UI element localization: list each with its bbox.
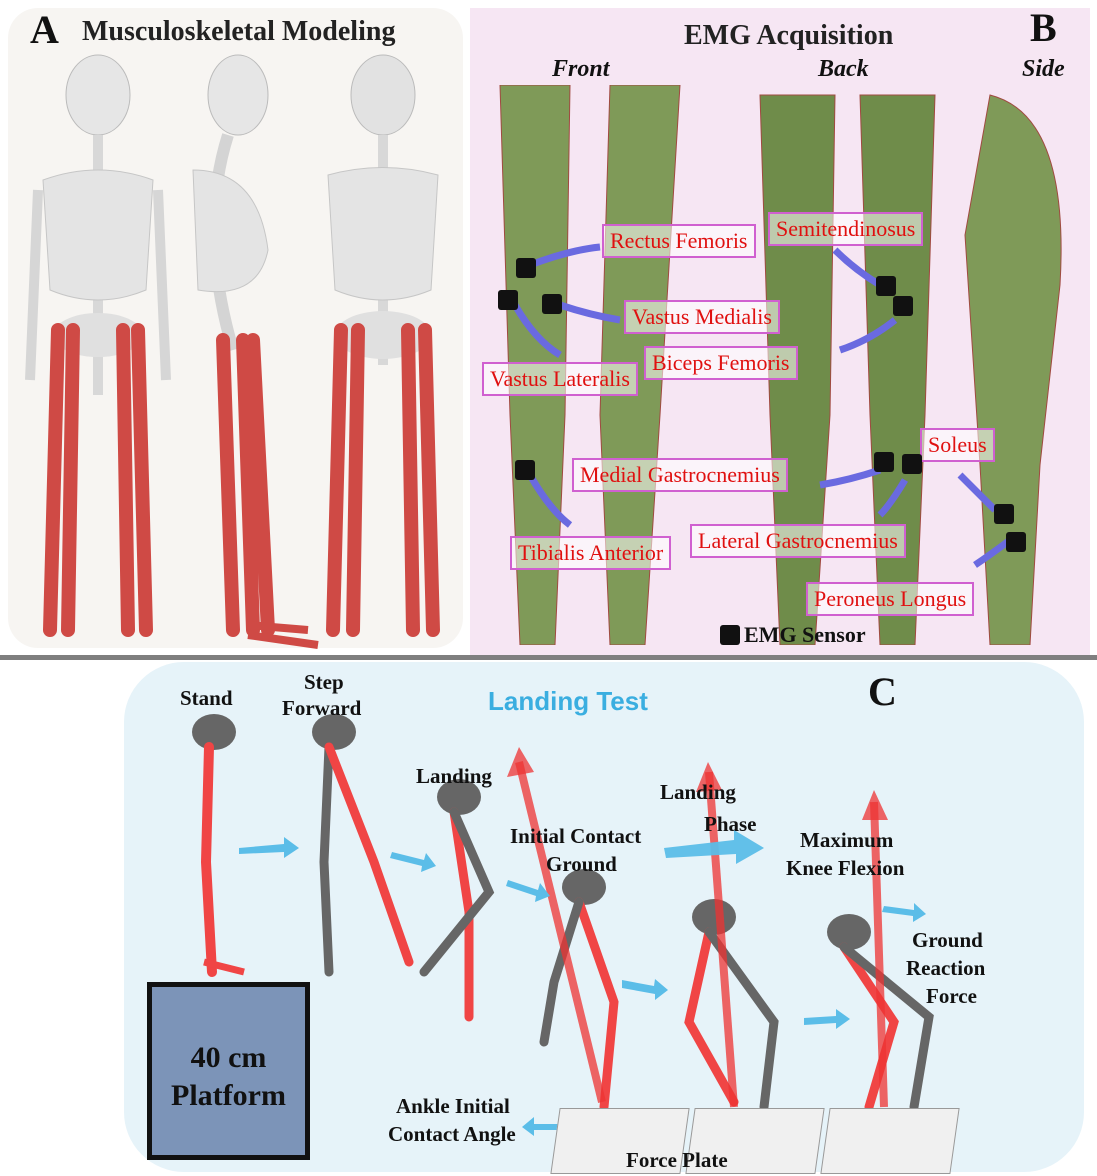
label-vastus-medialis: Vastus Medialis <box>624 300 780 334</box>
step-landing-phase-line2: Phase <box>704 810 757 838</box>
panel-b-title: EMG Acquisition <box>684 20 893 52</box>
skeleton-back <box>328 55 438 630</box>
platform-height-label: 40 cm <box>152 1039 305 1077</box>
skeleton-front <box>30 55 166 630</box>
step-grf-line2: Reaction <box>906 954 985 982</box>
figure-stand <box>192 714 244 972</box>
emg-sensor-icon <box>893 296 913 316</box>
emg-sensor-icon <box>994 504 1014 524</box>
label-soleus: Soleus <box>920 428 995 462</box>
step-landing-phase-line1: Landing <box>660 778 736 806</box>
emg-sensor-icon <box>542 294 562 314</box>
step-forward-line1: Step <box>304 668 344 696</box>
figure-landing <box>424 779 489 1017</box>
emg-sensor-icon <box>902 454 922 474</box>
label-medial-gastrocnemius: Medial Gastrocnemius <box>572 458 788 492</box>
label-semitendinosus: Semitendinosus <box>768 212 923 246</box>
view-front-label: Front <box>552 56 609 83</box>
label-tibialis-anterior: Tibialis Anterior <box>510 536 671 570</box>
step-forward-line2: Forward <box>282 694 361 722</box>
view-side-label: Side <box>1022 56 1065 83</box>
ankle-angle-line2: Contact Angle <box>388 1120 516 1148</box>
panel-a-letter: A <box>30 6 59 53</box>
platform-label: Platform <box>152 1077 305 1115</box>
step-initial-contact-line1: Initial Contact <box>510 822 641 850</box>
platform-box: 40 cm Platform <box>147 982 310 1160</box>
emg-sensor-icon <box>1006 532 1026 552</box>
emg-sensor-legend: EMG Sensor <box>720 622 866 648</box>
emg-sensor-icon <box>515 460 535 480</box>
emg-sensor-icon <box>720 625 740 645</box>
panel-a-title: Musculoskeletal Modeling <box>82 16 395 48</box>
emg-sensor-legend-label: EMG Sensor <box>744 622 866 647</box>
step-grf-line1: Ground <box>912 926 983 954</box>
step-initial-contact-line2: Ground <box>546 850 617 878</box>
emg-arrows <box>515 247 1010 565</box>
emg-sensor-icon <box>876 276 896 296</box>
label-lateral-gastrocnemius: Lateral Gastrocnemius <box>690 524 906 558</box>
step-grf-line3: Force <box>926 982 977 1010</box>
label-rectus-femoris: Rectus Femoris <box>602 224 756 258</box>
force-plate-3 <box>820 1108 959 1174</box>
emg-sensor-icon <box>516 258 536 278</box>
panel-divider <box>0 655 1097 660</box>
panel-b-letter: B <box>1030 4 1057 51</box>
step-max-knee-line1: Maximum <box>800 826 893 854</box>
step-stand: Stand <box>180 684 233 712</box>
step-landing: Landing <box>416 762 492 790</box>
label-biceps-femoris: Biceps Femoris <box>644 346 798 380</box>
label-peroneus-longus: Peroneus Longus <box>806 582 974 616</box>
ankle-angle-line1: Ankle Initial <box>396 1092 510 1120</box>
figure-initial-contact <box>507 747 614 1107</box>
skeleton-side <box>193 55 318 645</box>
emg-sensor-icon <box>498 290 518 310</box>
view-back-label: Back <box>818 56 869 83</box>
skeleton-models <box>8 50 463 650</box>
step-max-knee-line2: Knee Flexion <box>786 854 904 882</box>
figure-step-forward <box>312 714 409 972</box>
label-vastus-lateralis: Vastus Lateralis <box>482 362 638 396</box>
force-plate-label: Force Plate <box>626 1146 728 1174</box>
emg-sensor-icon <box>874 452 894 472</box>
